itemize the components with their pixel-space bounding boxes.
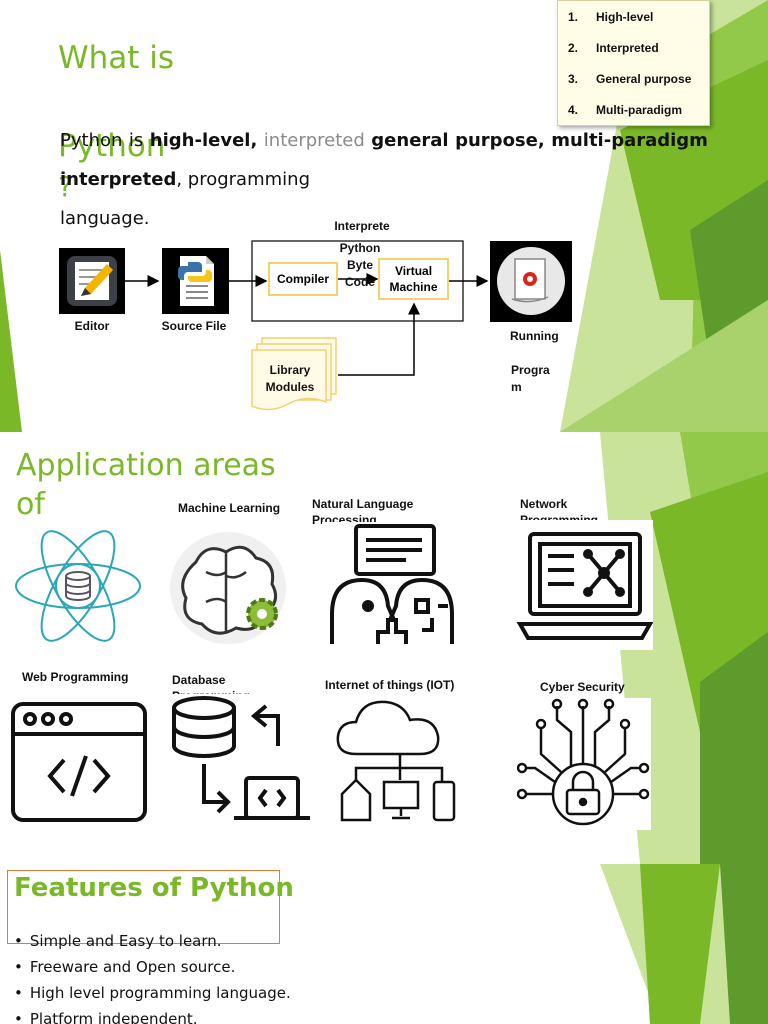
slide-what-is-python: What is Python ? Python is high-level, i… (0, 0, 768, 432)
interpreter-label: Interprete (334, 219, 390, 233)
list-item: 2.Interpreted (568, 41, 659, 55)
editor-label: Editor (74, 319, 110, 333)
word-interpreted-bold: interpreted (60, 169, 177, 190)
list-item: Freeware and Open source. (14, 954, 291, 980)
byte-code-label: Python Byte Code (339, 241, 381, 289)
word-python: Python (60, 130, 123, 151)
word-general: general (371, 130, 449, 151)
browser-code-icon (10, 694, 148, 828)
circuit-lock-icon (516, 698, 651, 830)
brain-gear-icon (166, 522, 296, 650)
list-item: Simple and Easy to learn. (14, 928, 291, 954)
numbered-list-note: 1.High-level 2.Interpreted 3.General pur… (557, 0, 710, 126)
definition-line-2: interpreted, programming (60, 169, 310, 190)
human-robot-speech-icon (322, 522, 462, 650)
list-item: 4.Multi-paradigm (568, 103, 682, 117)
atom-database-icon (10, 522, 146, 650)
features-list: Simple and Easy to learn. Freeware and O… (14, 928, 291, 1024)
app-label-web-programming: Web Programming (22, 670, 129, 684)
list-item: 1.High-level (568, 10, 654, 24)
cloud-devices-icon (330, 698, 462, 830)
slide-application-areas: Application areas of Machine Learning (0, 432, 768, 864)
word-programming: , programming (176, 169, 310, 190)
compiler-box: Compiler (268, 262, 338, 296)
running-label: Running (510, 329, 559, 343)
list-item: High level programming language. (14, 980, 291, 1006)
word-high-level: high-level, (149, 130, 258, 151)
slide-title-line3: ? (58, 170, 73, 203)
app-label-machine-learning: Machine Learning (178, 501, 281, 515)
word-interpreted-grey: interpreted (263, 130, 365, 151)
word-is: is (128, 130, 144, 151)
app-label-iot: Internet of things (IOT) (325, 678, 455, 692)
list-item: Platform independent. (14, 1006, 291, 1024)
slide-title-line2: Python (58, 128, 166, 164)
editor-icon (59, 248, 125, 314)
python-file-icon (162, 248, 229, 314)
word-multi-paradigm: multi-paradigm (551, 130, 708, 151)
definition-line-3: language. (60, 208, 150, 229)
virtual-machine-box: Virtual Machine (378, 258, 449, 300)
slide-title-line2: of (16, 487, 45, 522)
source-file-label: Source File (161, 319, 227, 333)
list-item: 3.General purpose (568, 72, 692, 86)
app-label-cyber-security: Cyber Security (540, 680, 625, 694)
definition-line-1: Python is high-level, interpreted genera… (60, 130, 708, 151)
slide-features: Features of Python Simple and Easy to le… (0, 864, 768, 1024)
library-modules-icon (250, 336, 342, 414)
slide-title: Features of Python (14, 873, 294, 903)
database-laptop-icon (170, 694, 312, 830)
library-modules-label: Library Modules (265, 363, 315, 394)
word-purpose: purpose, (455, 130, 545, 151)
slide-title: Application areas (16, 448, 276, 483)
laptop-network-icon (516, 520, 654, 650)
program-label: Progra m (511, 363, 550, 394)
slide-title: What is (58, 40, 175, 76)
running-program-icon (490, 241, 572, 322)
